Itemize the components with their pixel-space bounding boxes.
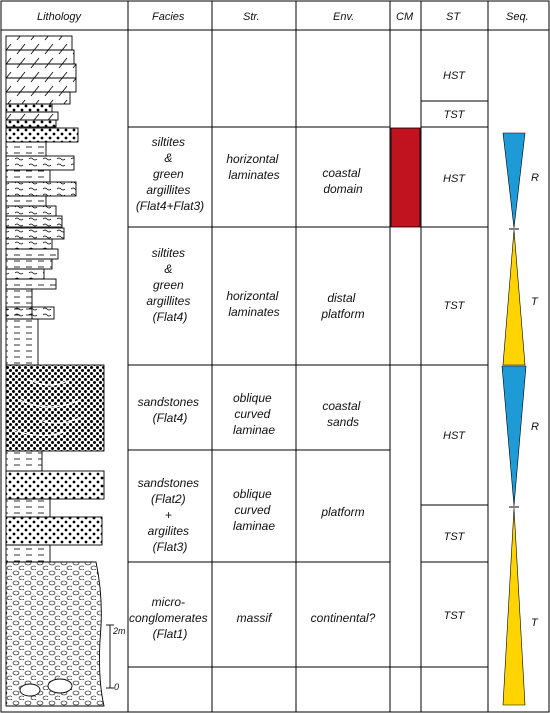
header-row: Lithology Facies Str. Env. CM ST Seq. <box>37 11 529 23</box>
unit-1-environment: coastal domain <box>322 166 363 196</box>
st-label: TST <box>444 300 466 312</box>
unit-5-environment: continental? <box>311 611 376 625</box>
transgressive-triangle <box>502 229 526 366</box>
sequence-label: R <box>531 421 539 433</box>
scale-label-bottom: 0 <box>114 682 119 692</box>
header-seq: Seq. <box>506 11 529 23</box>
header-st: ST <box>446 11 461 23</box>
lithology-column <box>5 35 105 707</box>
unit-1-facies: siltites & green argillites (Flat4+Flat3… <box>136 135 204 213</box>
unit-2-structure: horizontal laminates <box>226 289 281 319</box>
unit-5-facies: micro- conglomerates (Flat1) <box>129 595 211 641</box>
header-environment: Env. <box>333 11 354 23</box>
header-structure: Str. <box>243 11 260 23</box>
st-label: TST <box>444 531 466 543</box>
unit-4-structure: oblique curved laminae <box>233 487 275 533</box>
regressive-triangle <box>502 132 526 229</box>
sequence-label: T <box>531 296 539 308</box>
unit-cells: siltites & green argillites (Flat4+Flat3… <box>129 135 376 641</box>
header-facies: Facies <box>152 11 185 23</box>
unit-5-structure: massif <box>237 611 273 625</box>
st-label: HST <box>443 430 466 442</box>
unit-4-facies: sandstones (Flat2) + argilites (Flat3) <box>138 476 203 554</box>
st-label: HST <box>443 70 466 82</box>
unit-3-environment: coastal sands <box>322 399 363 429</box>
unit-1-structure: horizontal laminates <box>226 152 281 182</box>
st-label: TST <box>444 610 466 622</box>
unit-2-environment: distal platform <box>320 291 364 321</box>
unit-3-facies: sandstones (Flat4) <box>138 395 203 425</box>
st-label: TST <box>444 109 466 121</box>
transgressive-triangle <box>502 507 526 706</box>
unit-3-structure: oblique curved laminae <box>233 391 275 437</box>
st-label: HST <box>443 173 466 185</box>
thickness-scale: 2m 0 <box>106 624 126 692</box>
sequence-column: R T R T <box>501 132 539 706</box>
header-cm: CM <box>396 11 414 23</box>
unit-4-environment: platform <box>320 505 364 519</box>
systems-tracts: HST TST HST TST HST TST TST <box>443 70 466 622</box>
unit-2-facies: siltites & green argillites (Flat4) <box>146 246 193 324</box>
regressive-triangle <box>501 365 527 507</box>
header-lithology: Lithology <box>37 11 83 23</box>
sequence-label: T <box>531 617 539 629</box>
scale-label-top: 2m <box>112 626 126 636</box>
cm-marker <box>390 127 421 228</box>
sequence-label: R <box>531 172 539 184</box>
